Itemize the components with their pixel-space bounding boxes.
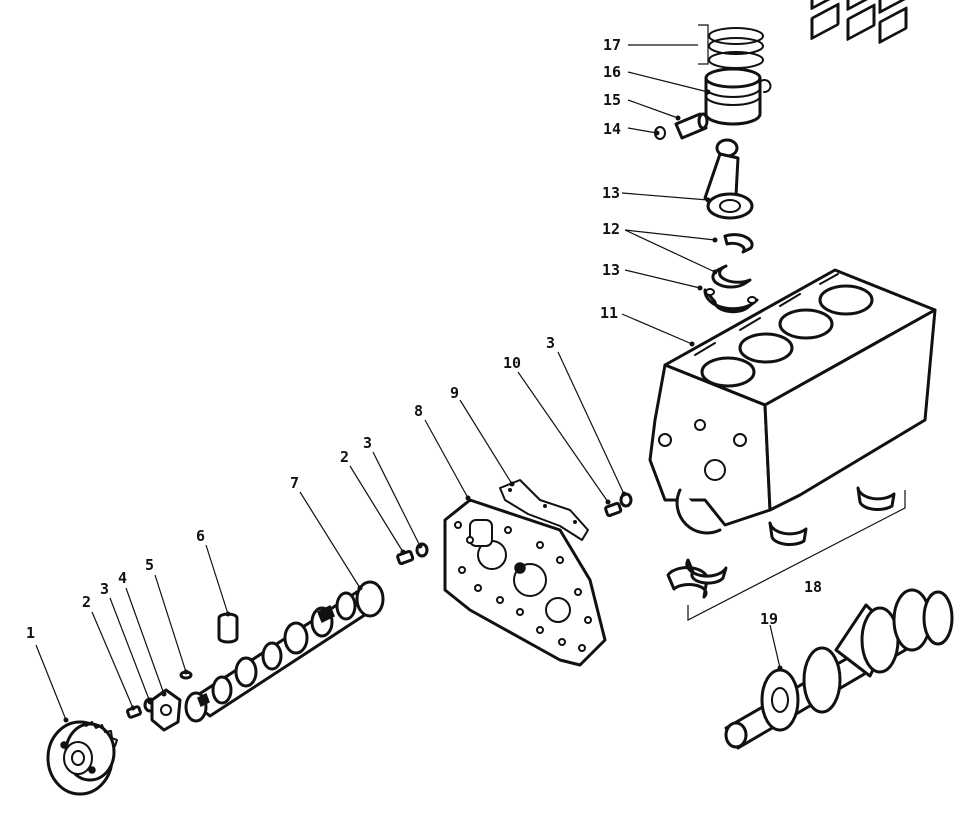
callout-7: 7: [290, 474, 299, 492]
connecting-rod: [703, 138, 754, 220]
callout-3a: 3: [100, 580, 109, 598]
bolt-10: [604, 501, 623, 518]
callout-9: 9: [450, 384, 459, 402]
plug-6: [217, 612, 239, 644]
main-bearings-18: [666, 486, 906, 621]
callout-15: 15: [603, 91, 621, 109]
callout-17: 17: [603, 36, 621, 54]
rod-cap: [703, 288, 759, 314]
callout-12: 12: [602, 220, 620, 238]
thrust-plate-4: [150, 688, 182, 732]
callout-16: 16: [603, 63, 621, 81]
camshaft-gear: [46, 720, 118, 796]
callout-2a: 2: [82, 593, 91, 611]
bearing-shell-upper: [723, 233, 754, 254]
crankshaft: [724, 588, 954, 750]
piston-pin-15: [674, 112, 709, 140]
callout-13b: 13: [602, 184, 620, 202]
callout-19: 19: [760, 610, 778, 628]
callout-3b: 3: [363, 434, 372, 452]
leader-lines: [35, 44, 783, 723]
camshaft: [184, 580, 385, 723]
callout-3c: 3: [546, 334, 555, 352]
callout-4: 4: [118, 569, 127, 587]
cylinder-block: [648, 0, 937, 535]
callout-18: 18: [804, 578, 822, 596]
callout-1: 1: [26, 624, 35, 642]
bearing-shell-lower: [711, 264, 752, 289]
piston-16: [704, 67, 772, 126]
callout-11: 11: [600, 304, 618, 322]
callout-8: 8: [414, 402, 423, 420]
front-plate: [443, 498, 607, 667]
callout-13a: 13: [602, 261, 620, 279]
callout-5: 5: [145, 556, 154, 574]
callout-14: 14: [603, 120, 621, 138]
callout-6: 6: [196, 527, 205, 545]
callout-10: 10: [503, 354, 521, 372]
callout-labels: 1 2 3 4 5 6 7 2 3 8 9 10 3 11 13 12 13 1…: [26, 36, 822, 642]
callout-2b: 2: [340, 448, 349, 466]
gasket-9: [499, 479, 589, 541]
piston-rings-17: [698, 24, 764, 69]
